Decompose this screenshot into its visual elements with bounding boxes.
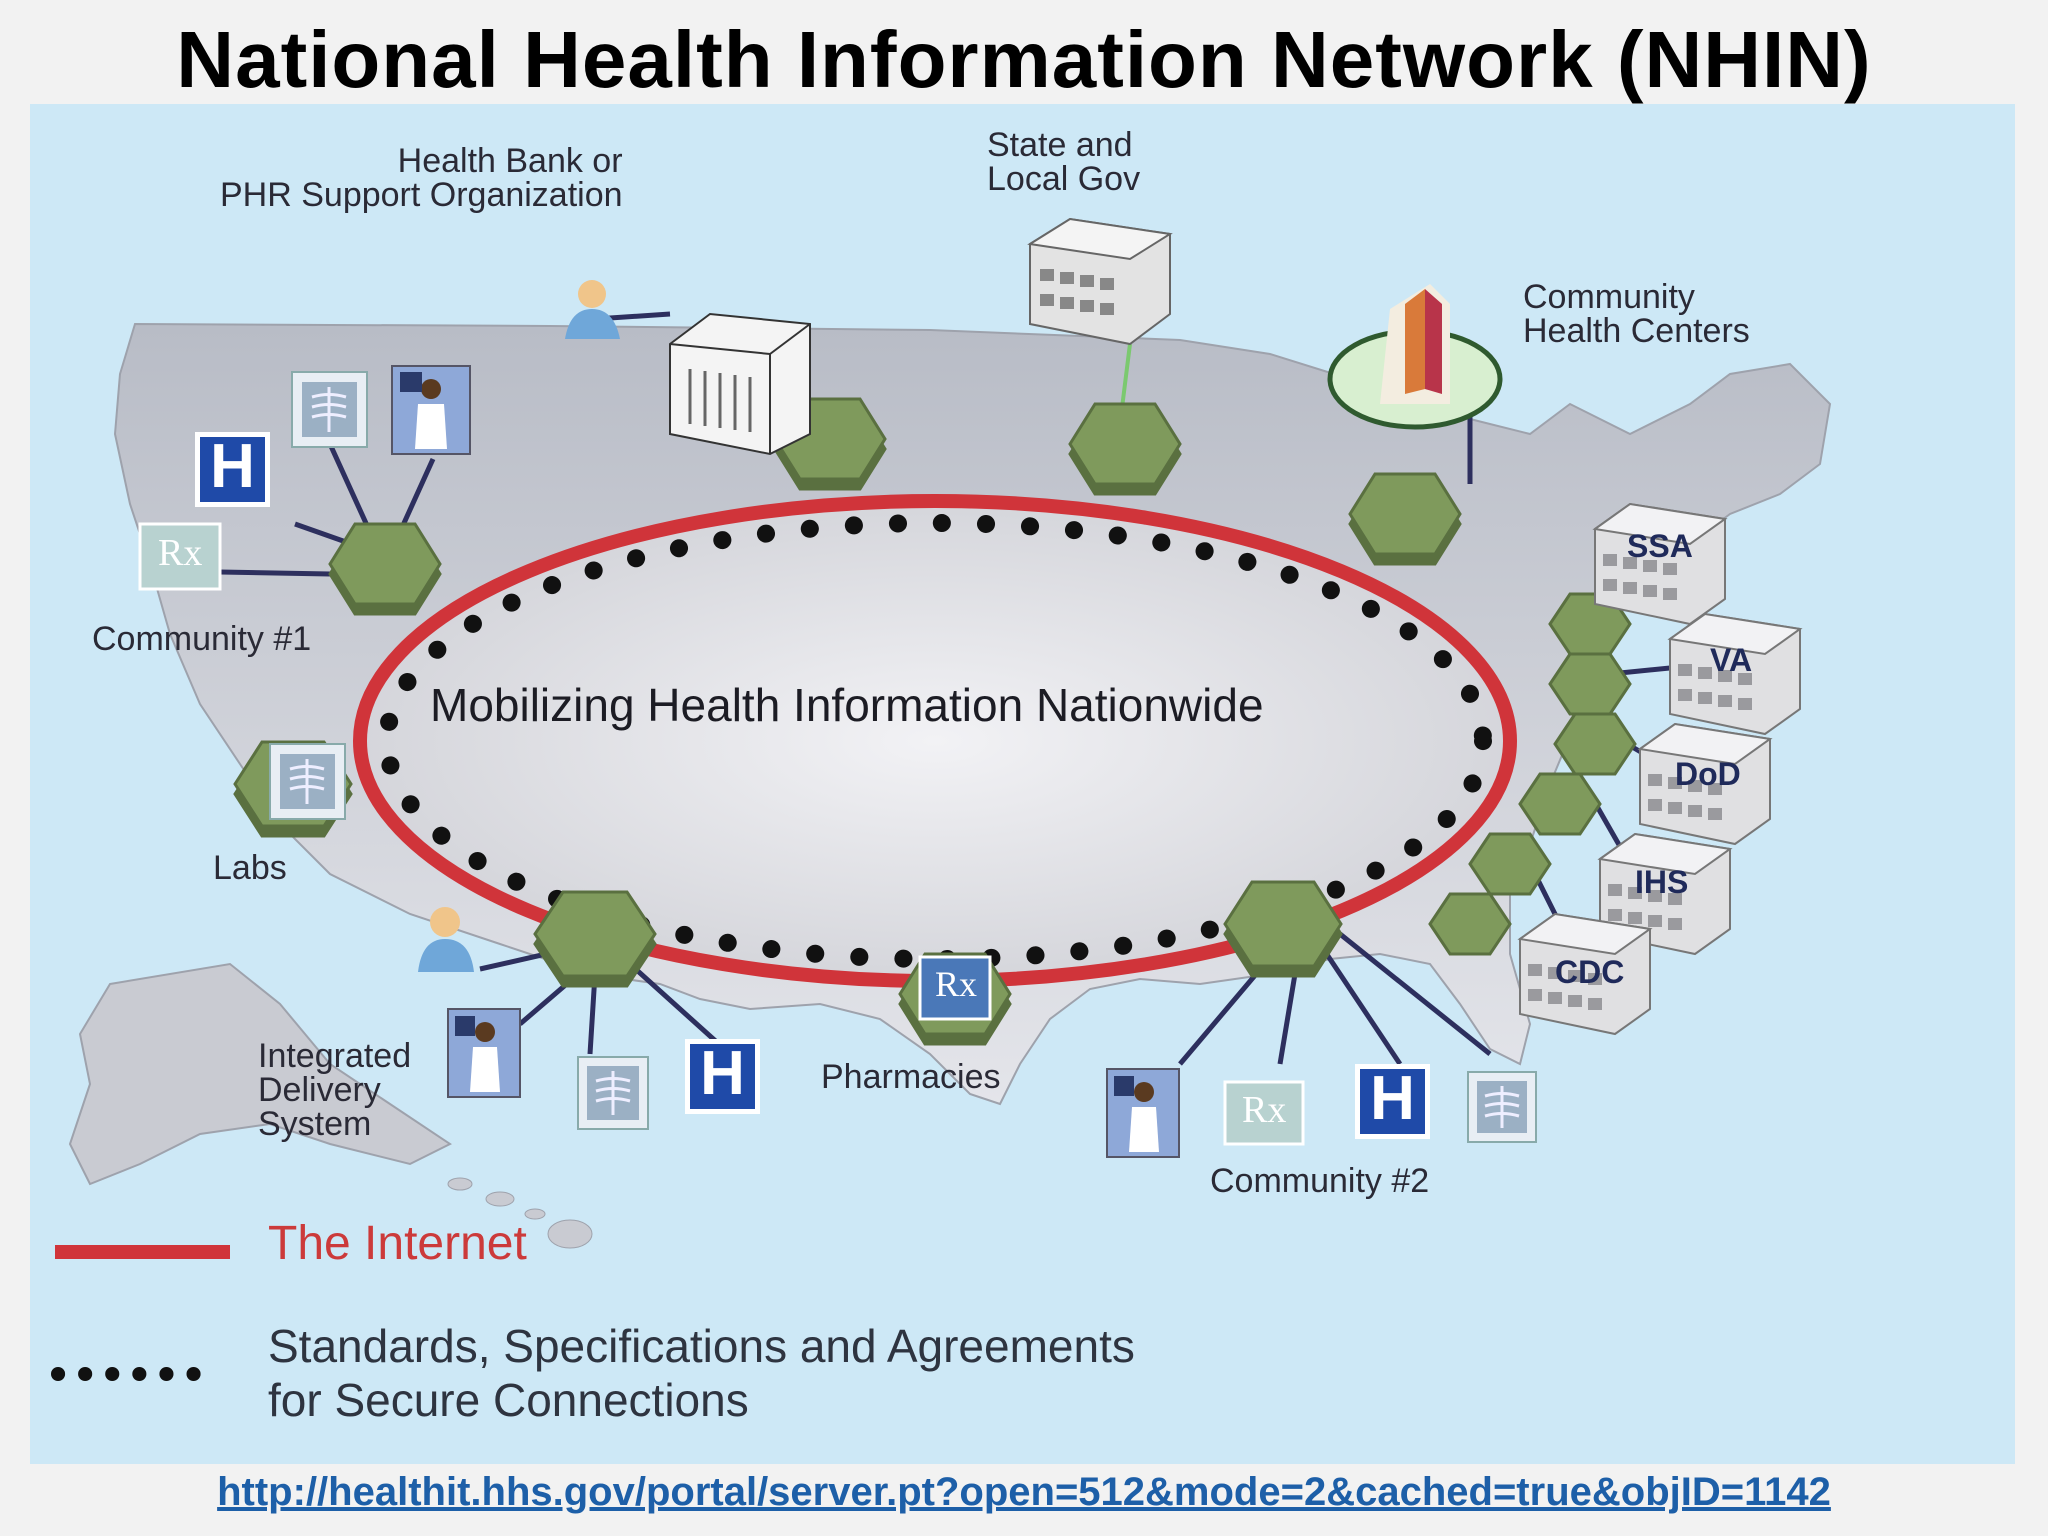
agency-label-va: VA xyxy=(1710,642,1753,678)
hospital-icon-c1 xyxy=(195,432,270,507)
xray-icon-labs xyxy=(269,743,346,820)
agency-building-dod xyxy=(1637,722,1773,846)
hospital-glyph-c2: H xyxy=(1370,1064,1415,1133)
hex-communityhealth xyxy=(1348,472,1462,566)
hex-fed4 xyxy=(1518,772,1602,836)
hex-community1 xyxy=(328,522,442,616)
internet-oval-fill xyxy=(360,501,1510,981)
rx-icon-pharmacies xyxy=(918,955,992,1021)
person-icon-healthbank xyxy=(565,280,620,339)
hospital-icon-integrated xyxy=(685,1039,760,1114)
agency-building-va xyxy=(1667,612,1803,736)
legend-internet-label: The Internet xyxy=(268,1217,527,1270)
community-health-center-icon xyxy=(1327,284,1503,430)
label-community-health-centers: Community Health Centers xyxy=(1523,278,1750,350)
building-icon-stategov xyxy=(1027,217,1173,346)
federal-agency-group xyxy=(1517,502,1803,1036)
xray-icon-c2 xyxy=(1467,1071,1537,1143)
hospital-glyph-c1: H xyxy=(210,432,255,501)
hawaii-map xyxy=(447,1177,593,1249)
doctor-icon-integrated xyxy=(447,1008,521,1098)
alaska-map xyxy=(68,962,452,1186)
agency-building-ssa xyxy=(1592,502,1728,626)
center-label: Mobilizing Health Information Nationwide xyxy=(430,679,1264,731)
label-state-local-gov: State and Local Gov xyxy=(987,126,1141,198)
diagram-canvas xyxy=(51,217,1832,1381)
label-health-bank: Health Bank or PHR Support Organization xyxy=(220,142,623,214)
rx-icon-c2 xyxy=(1223,1080,1305,1146)
hospital-glyph-integrated: H xyxy=(700,1039,745,1108)
agency-label-dod: DoD xyxy=(1675,756,1741,792)
rx-icon-c1 xyxy=(138,522,222,591)
agency-label-ssa: SSA xyxy=(1627,528,1693,564)
hex-stategov xyxy=(1068,402,1182,496)
label-integrated-delivery: Integrated Delivery System xyxy=(258,1037,412,1143)
hex-fed6 xyxy=(1428,892,1512,956)
rx-glyph-c1: Rx xyxy=(158,532,203,574)
person-icon-integrated xyxy=(418,907,474,972)
label-pharmacies: Pharmacies xyxy=(821,1058,1001,1096)
doctor-icon-c1 xyxy=(391,365,471,455)
label-community-2: Community #2 xyxy=(1210,1162,1430,1200)
source-link[interactable]: http://healthit.hhs.gov/portal/server.pt… xyxy=(217,1470,1831,1514)
rx-glyph-c2: Rx xyxy=(1242,1089,1287,1131)
rx-glyph-pharmacies: Rx xyxy=(935,964,978,1004)
agency-label-cdc: CDC xyxy=(1555,954,1625,990)
doctor-icon-c2 xyxy=(1106,1068,1180,1158)
hex-fed2 xyxy=(1548,652,1632,716)
nhin-diagram: Health Bank or PHR Support Organization … xyxy=(30,104,2015,1464)
agency-building-ihs xyxy=(1597,832,1733,956)
legend-standards-label: Standards, Specifications and Agreements… xyxy=(268,1320,1135,1427)
server-icon xyxy=(669,312,811,456)
agency-label-ihs: IHS xyxy=(1635,864,1689,900)
hex-integrated xyxy=(533,890,657,988)
label-labs: Labs xyxy=(213,849,287,887)
xray-icon-integrated xyxy=(577,1056,649,1130)
hex-community2 xyxy=(1223,880,1343,978)
page-title: National Health Information Network (NHI… xyxy=(176,15,1872,104)
hospital-icon-c2 xyxy=(1355,1064,1430,1139)
secure-connection-dots xyxy=(378,514,1492,968)
xray-icon-c1 xyxy=(291,371,368,448)
agency-building-cdc xyxy=(1517,912,1653,1036)
label-community-1: Community #1 xyxy=(92,620,312,658)
